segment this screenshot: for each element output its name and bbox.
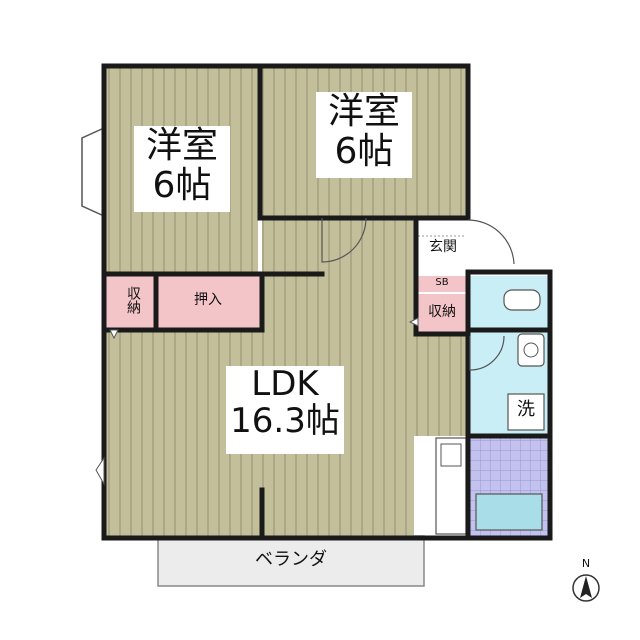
closet-entry <box>418 294 466 334</box>
western-room-2-name: 洋室 <box>327 91 400 132</box>
sink <box>440 443 462 467</box>
oshiire-label: 押入 <box>194 292 222 308</box>
washer-label: 洗 <box>517 399 535 420</box>
closet-door-marker-2 <box>408 317 419 327</box>
closet-entry-label: 収納 <box>428 304 456 320</box>
compass <box>572 574 600 602</box>
shoe-box <box>418 276 466 292</box>
ldk-floor-right <box>414 334 466 436</box>
bathtub <box>475 493 543 531</box>
western-room-1-label: 洋室 6帖 <box>134 126 230 212</box>
hall-floor <box>262 218 414 272</box>
compass-label: N <box>581 557 591 570</box>
shoe-box-label: SB <box>435 277 449 288</box>
western-room-1-name: 洋室 <box>145 125 218 166</box>
door-swings <box>321 217 515 371</box>
closet-door-marker-1 <box>109 329 119 340</box>
entrance-label: 玄関 <box>422 239 464 256</box>
western-room-1-size: 6帖 <box>152 164 212 206</box>
washer-space <box>507 393 545 431</box>
oshiire <box>156 276 260 328</box>
closet-left-label: 収納 <box>125 286 141 314</box>
wash-basin-bowl <box>523 342 539 358</box>
ldk-label: LDK 16.3帖 <box>226 364 344 454</box>
closet-left <box>104 276 154 328</box>
balcony-label: ベランダ <box>255 549 327 570</box>
ldk-size: 16.3帖 <box>230 401 340 442</box>
western-room-2-label: 洋室 6帖 <box>316 92 412 178</box>
window-marker <box>95 456 105 486</box>
compass-arrow-icon <box>580 576 592 598</box>
western-room-2-size: 6帖 <box>334 130 394 172</box>
bay-window <box>81 127 105 217</box>
toilet-fixture <box>503 289 541 311</box>
ldk-name: LDK <box>251 364 319 404</box>
balcony <box>157 535 425 587</box>
